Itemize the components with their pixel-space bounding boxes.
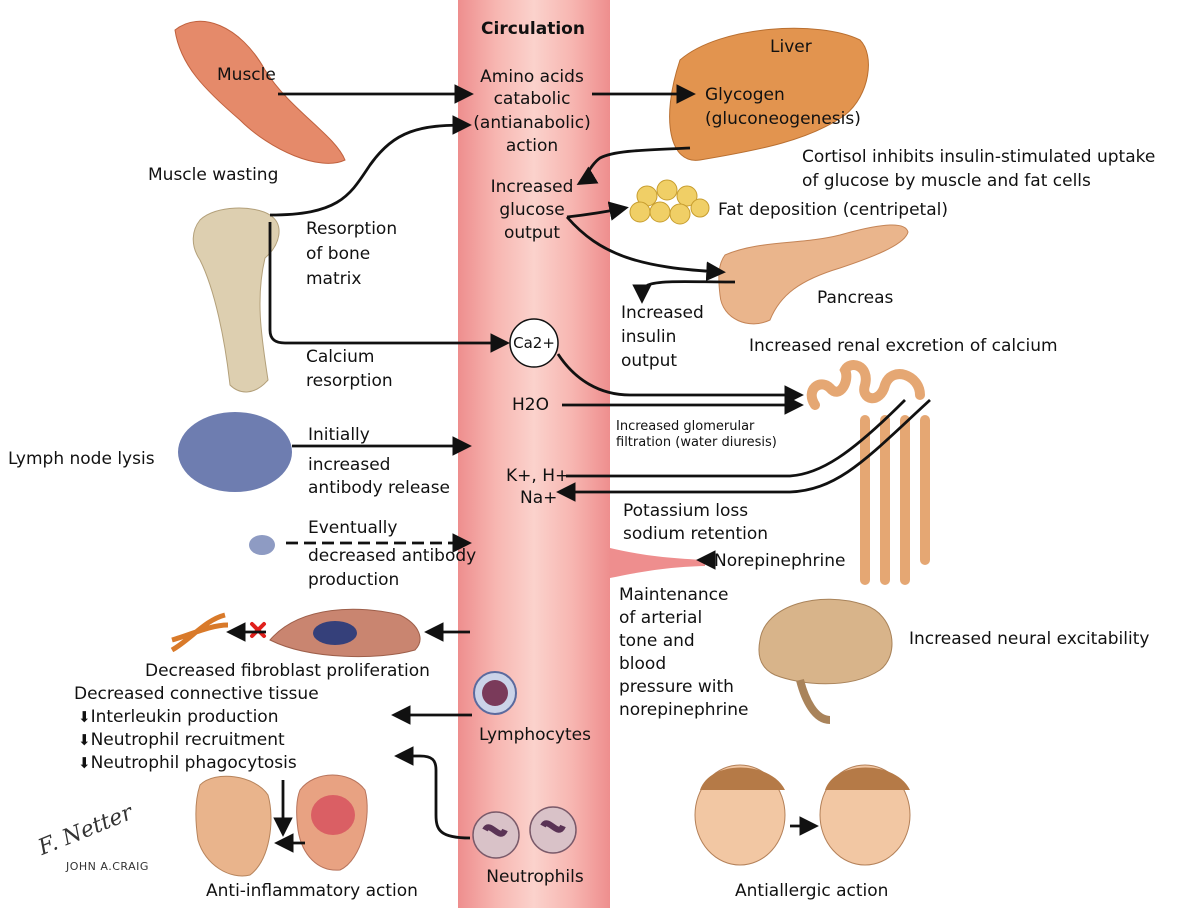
antianabolic-label: (antianabolic) xyxy=(462,112,602,134)
lymphocytes-label: Lymphocytes xyxy=(460,724,610,746)
pancreas-label: Pancreas xyxy=(817,287,893,309)
finger-illustration-1 xyxy=(196,776,271,876)
interleukin-row: ⬇Interleukin production xyxy=(78,706,278,728)
lymph-node-illustration xyxy=(178,412,292,492)
connective-label: Decreased connective tissue xyxy=(74,683,319,705)
calcium-resorption-line-2: resorption xyxy=(306,370,393,392)
maintenance-line-2: of arterial xyxy=(619,607,702,629)
muscle-label: Muscle xyxy=(217,64,276,86)
muscle-wasting-label: Muscle wasting xyxy=(148,164,278,186)
maintenance-line-6: norepinephrine xyxy=(619,699,749,721)
calcium-resorption-line-1: Calcium xyxy=(306,346,374,368)
potassium-line-2: sodium retention xyxy=(623,523,768,545)
initially-line-3: antibody release xyxy=(308,477,450,499)
glucose-output-label: output xyxy=(462,222,602,244)
glycogen-label: Glycogen xyxy=(705,84,785,106)
resorption-line-1: Resorption xyxy=(306,218,397,240)
lymph-node-lysis-label: Lymph node lysis xyxy=(8,448,155,470)
interleukin-label: Interleukin production xyxy=(91,707,279,727)
brain-illustration xyxy=(759,599,892,684)
neural-excitability-label: Increased neural excitability xyxy=(909,628,1149,650)
kidney-tubule xyxy=(812,365,925,580)
down-arrow-icon: ⬇ xyxy=(78,708,91,726)
femur-illustration xyxy=(193,208,279,392)
down-arrow-icon: ⬇ xyxy=(78,754,91,772)
water-label: H2O xyxy=(512,394,549,416)
recruitment-row: ⬇Neutrophil recruitment xyxy=(78,729,285,751)
cortisol-line-2: of glucose by muscle and fat cells xyxy=(802,170,1091,192)
fat-deposition-label: Fat deposition (centripetal) xyxy=(718,199,948,221)
insulin-line-1: Increased xyxy=(621,302,704,324)
liver-label: Liver xyxy=(770,36,812,58)
insulin-line-3: output xyxy=(621,350,677,372)
gluconeogenesis-label: (gluconeogenesis) xyxy=(705,108,861,130)
renal-excretion-label: Increased renal excretion of calcium xyxy=(749,335,1058,357)
dna-illustration xyxy=(172,615,228,650)
antiallergic-label: Antiallergic action xyxy=(735,880,888,902)
craig-signature: JOHN A.CRAIG xyxy=(66,860,149,873)
eventually-line-3: production xyxy=(308,569,399,591)
glucose-label: glucose xyxy=(462,199,602,221)
x-mark xyxy=(252,624,264,636)
potassium-line-1: Potassium loss xyxy=(623,500,748,522)
pancreas-illustration xyxy=(719,225,908,324)
neutrophils-label: Neutrophils xyxy=(460,866,610,888)
anti-inflammatory-label: Anti-inflammatory action xyxy=(206,880,418,902)
face-illustration-1 xyxy=(695,765,785,865)
resorption-line-3: matrix xyxy=(306,268,361,290)
circulation-title: Circulation xyxy=(468,18,598,40)
muscle-illustration xyxy=(175,21,345,163)
maintenance-line-4: blood xyxy=(619,653,666,675)
initially-line-2: increased xyxy=(308,454,390,476)
down-arrow-icon: ⬇ xyxy=(78,731,91,749)
cortisol-line-1: Cortisol inhibits insulin-stimulated upt… xyxy=(802,146,1155,168)
fat-cells xyxy=(630,180,709,224)
phagocytosis-row: ⬇Neutrophil phagocytosis xyxy=(78,752,297,774)
maintenance-line-1: Maintenance xyxy=(619,584,728,606)
fibroblast-label: Decreased fibroblast proliferation xyxy=(145,660,430,682)
neutrophil-illustration-1 xyxy=(473,812,519,858)
eventually-line-2: decreased antibody xyxy=(308,545,476,567)
kh-label: K+, H+ xyxy=(506,465,569,487)
glucose-increased-label: Increased xyxy=(462,176,602,198)
phagocytosis-label: Neutrophil phagocytosis xyxy=(91,753,297,773)
face-illustration-2 xyxy=(820,765,910,865)
maintenance-line-3: tone and xyxy=(619,630,695,652)
norepinephrine-label: Norepinephrine xyxy=(714,550,845,572)
small-lymph-node xyxy=(249,535,275,555)
maintenance-line-5: pressure with xyxy=(619,676,734,698)
eventually-line-1: Eventually xyxy=(308,517,397,539)
catabolic-label: catabolic xyxy=(462,88,602,110)
artery-branch xyxy=(610,548,705,578)
glomerular-line-2: filtration (water diuresis) xyxy=(616,434,777,451)
initially-line-1: Initially xyxy=(308,424,370,446)
glomerular-line-1: Increased glomerular xyxy=(616,418,754,435)
resorption-line-2: of bone xyxy=(306,243,370,265)
action-label: action xyxy=(462,135,602,157)
insulin-line-2: insulin xyxy=(621,326,676,348)
na-label: Na+ xyxy=(520,487,557,509)
amino-acids-label: Amino acids xyxy=(462,66,602,88)
calcium-ion-label: Ca2+ xyxy=(510,332,558,354)
recruitment-label: Neutrophil recruitment xyxy=(91,730,285,750)
